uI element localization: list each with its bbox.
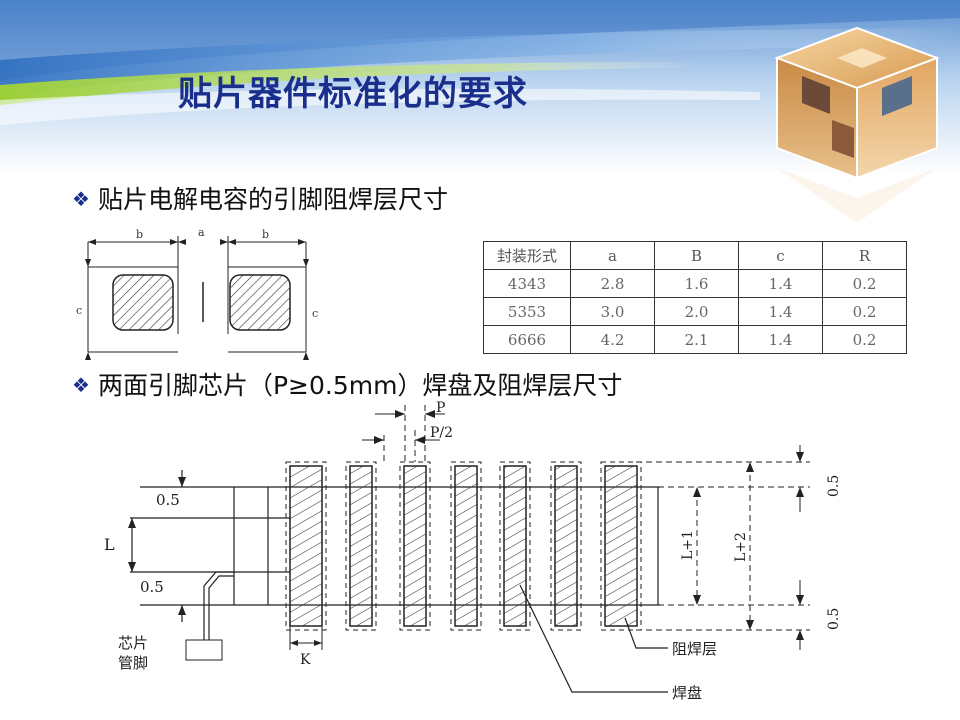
bullet-capacitor: ❖ 贴片电解电容的引脚阻焊层尺寸	[72, 180, 448, 216]
label-b-left: b	[136, 228, 143, 241]
label-b-right: b	[262, 228, 269, 241]
table-header-row: 封装形式 a B c R	[483, 241, 907, 270]
label-05-right-top: 0.5	[826, 475, 842, 497]
label-p: P	[436, 400, 445, 416]
label-05-bottom-left: 0.5	[140, 578, 164, 596]
table-cell: 2.8	[570, 269, 655, 298]
label-05-top-left: 0.5	[156, 491, 180, 509]
table-cell: 1.4	[738, 325, 823, 354]
table-cell: 1.6	[654, 269, 739, 298]
label-L-plus-2: L+2	[733, 532, 749, 562]
diamond-bullet-icon: ❖	[72, 187, 90, 211]
label-a: a	[198, 226, 205, 239]
table-header-cell: B	[654, 241, 739, 270]
pad-1	[289, 465, 323, 627]
pad-5	[503, 465, 527, 627]
table-cell: 1.4	[738, 297, 823, 326]
bullet-chip-text: 两面引脚芯片（P≥0.5mm）焊盘及阻焊层尺寸	[97, 371, 623, 400]
label-chip-pin-1: 芯片	[118, 634, 148, 652]
slide-title: 贴片器件标准化的要求	[178, 74, 528, 114]
bullet-capacitor-text: 贴片电解电容的引脚阻焊层尺寸	[97, 185, 448, 214]
capacitor-pad-diagram: b a b c c	[76, 226, 318, 360]
bullet-chip: ❖ 两面引脚芯片（P≥0.5mm）焊盘及阻焊层尺寸	[72, 366, 622, 402]
table-header-cell: c	[738, 241, 823, 270]
label-pad: 焊盘	[672, 684, 702, 702]
label-p-half: P/2	[430, 425, 453, 441]
table-cell: 4.2	[570, 325, 655, 354]
table-cell: 4343	[483, 269, 571, 298]
table-cell: 2.1	[654, 325, 739, 354]
table-cell: 2.0	[654, 297, 739, 326]
label-05-right-bottom: 0.5	[826, 608, 842, 630]
table-header-cell: 封装形式	[483, 241, 571, 270]
table-cell: 1.4	[738, 269, 823, 298]
table-row: 5353 3.0 2.0 1.4 0.2	[483, 297, 907, 326]
pad-4	[454, 465, 478, 627]
table-cell: 0.2	[822, 325, 907, 354]
table-cell: 6666	[483, 325, 571, 354]
table-header-cell: R	[822, 241, 907, 270]
label-chip-pin-2: 管脚	[118, 654, 148, 672]
label-L-plus-1: L+1	[680, 530, 696, 560]
table-cell: 5353	[483, 297, 571, 326]
table-cell: 0.2	[822, 297, 907, 326]
table-header-cell: a	[570, 241, 655, 270]
table-row: 4343 2.8 1.6 1.4 0.2	[483, 269, 907, 298]
capacitor-pad-right	[229, 274, 291, 331]
table-row: 6666 4.2 2.1 1.4 0.2	[483, 325, 907, 354]
pad-2	[349, 465, 373, 627]
capacitor-spec-table: 封装形式 a B c R 4343 2.8 1.6 1.4 0.2 5353 3…	[483, 241, 907, 354]
diamond-bullet-icon: ❖	[72, 373, 90, 397]
pad-6	[554, 465, 578, 627]
label-K: K	[300, 652, 311, 668]
capacitor-pad-left	[112, 274, 174, 331]
label-c-left: c	[76, 304, 82, 317]
photo-cube-logo	[774, 26, 940, 223]
label-solder-mask: 阻焊层	[672, 640, 717, 658]
pad-7	[604, 465, 638, 627]
label-c-right: c	[312, 307, 318, 320]
table-cell: 3.0	[570, 297, 655, 326]
label-L: L	[104, 535, 115, 554]
table-cell: 0.2	[822, 269, 907, 298]
pad-3	[403, 465, 427, 627]
chip-pad-diagram: P P/2 0.5 L 0.5 芯片 管脚 K 阻焊层 焊盘 L+1 L+2 0…	[104, 400, 842, 702]
